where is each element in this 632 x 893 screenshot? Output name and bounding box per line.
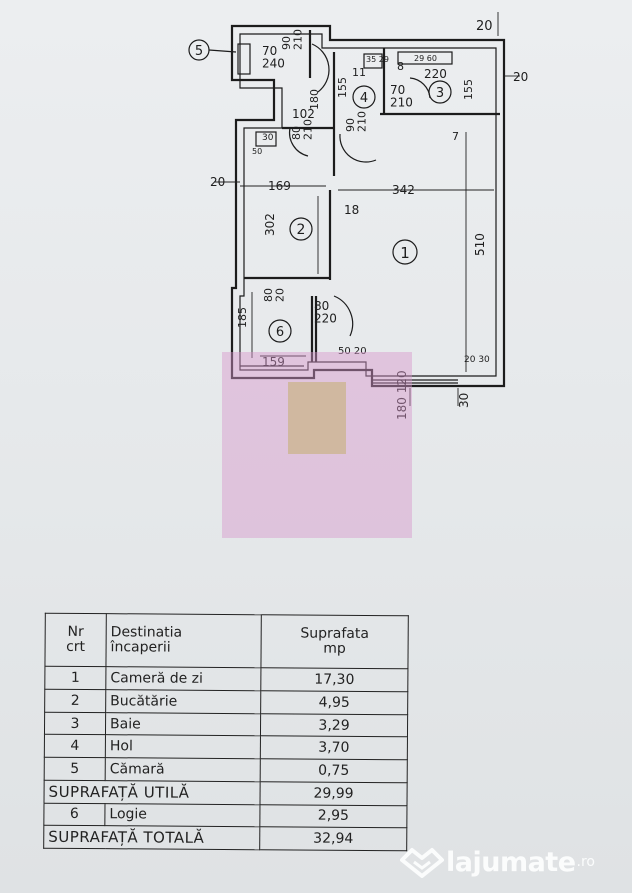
dim-label: 220 [424, 67, 447, 81]
dim-label: 7 [452, 130, 459, 143]
outer-wall [230, 24, 506, 388]
dim-label: 342 [392, 183, 415, 197]
bath-detail [363, 53, 383, 69]
agency-logo [288, 382, 346, 454]
room-3-circle [428, 80, 452, 104]
table-row: 3 Baie 3,29 [44, 711, 408, 738]
door-arc [311, 43, 330, 93]
dim-label: 159 [262, 355, 285, 369]
total-area-label: SUPRAFAȚĂ TOTALĂ [43, 825, 260, 850]
room-1-label: 1 [400, 244, 410, 262]
lajumate-watermark: lajumate .ro [398, 842, 595, 882]
total-area-row: SUPRAFAȚĂ TOTALĂ 32,94 [43, 825, 407, 851]
pantry-detail [237, 43, 251, 75]
dim-label: 169 [268, 179, 291, 193]
room-3-label: 3 [436, 86, 444, 101]
watermark-brand: lajumate [446, 846, 576, 878]
usable-area-row: SUPRAFAȚĂ UTILĂ 29,99 [44, 780, 408, 806]
row-nr: 6 [43, 802, 105, 826]
dim-label: 102 [292, 107, 315, 121]
dim-label: 50 [252, 147, 262, 156]
dim-label: 11 [352, 66, 366, 79]
inner-wall-line [239, 33, 497, 377]
dim-label: 8 [397, 60, 404, 73]
bath-detail [397, 51, 453, 65]
dim-label: 90210 [344, 111, 369, 132]
row-area: 3,70 [260, 736, 408, 760]
dim-label: 20 [210, 175, 225, 189]
row-destination: Bucătărie [105, 689, 261, 714]
room-2-circle [289, 217, 313, 241]
door-arc [339, 133, 377, 163]
room-2-label: 2 [297, 222, 306, 238]
row-destination: Hol [105, 735, 261, 759]
row-destination: Baie [105, 712, 261, 737]
agency-stamp [222, 352, 412, 538]
row-nr: 3 [44, 711, 106, 736]
door-arc [288, 127, 309, 157]
row-nr: 1 [44, 666, 106, 690]
table-row: 5 Cămară 0,75 [44, 757, 408, 783]
dim-label: 180 120 [395, 370, 409, 420]
dim-label: 20 [476, 19, 493, 34]
room-4-circle [352, 85, 376, 109]
room-6-circle [268, 319, 292, 343]
row-area: 2,95 [259, 804, 407, 829]
row-area: 17,30 [260, 668, 408, 692]
door-arc [409, 77, 431, 99]
dim-label: 30 [262, 133, 274, 143]
room-5-marker-leader [208, 49, 237, 53]
room-5-marker: 5 [195, 44, 203, 59]
row-nr: 5 [44, 757, 106, 781]
row-destination: Logie [104, 803, 260, 828]
row-area: 4,95 [260, 690, 408, 715]
kitchen-detail [255, 131, 277, 147]
table-row: 1 Cameră de zi 17,30 [44, 666, 408, 692]
row-nr: 4 [44, 734, 106, 758]
dim-label: 302 [263, 213, 277, 236]
row-nr: 2 [44, 689, 106, 713]
room-1-circle [392, 239, 418, 265]
dim-label: 50 20 [338, 346, 367, 357]
row-area: 3,29 [260, 713, 408, 738]
table-row: 6 Logie 2,95 [43, 802, 407, 829]
dim-label: 180 [308, 89, 321, 110]
dim-label: 510 [473, 233, 487, 256]
row-destination: Cameră de zi [105, 667, 261, 691]
room-4-label: 4 [360, 91, 368, 106]
row-destination: Cămară [105, 757, 261, 782]
table-row: 4 Hol 3,70 [44, 734, 408, 760]
dim-label: 8020 [262, 288, 287, 302]
dim-label: 20 30 [464, 355, 490, 365]
table-row: 2 Bucătărie 4,95 [44, 689, 408, 715]
dim-label: 90210 [280, 29, 305, 50]
dim-label: 20 [513, 70, 528, 84]
dim-label: 18 [344, 203, 359, 217]
dim-label: 35 29 [366, 55, 389, 64]
watermark-tld: .ro [576, 854, 595, 870]
total-area-value: 32,94 [259, 827, 407, 851]
dim-label: 30 [457, 393, 471, 408]
dim-label: 29 60 [414, 54, 437, 63]
dim-label: 155 [462, 79, 475, 100]
row-area: 0,75 [260, 758, 408, 783]
dim-label: 80210 [290, 119, 315, 140]
dim-label: 185 [236, 307, 249, 328]
usable-area-label: SUPRAFAȚĂ UTILĂ [44, 780, 261, 805]
dim-label: 155 [336, 77, 349, 98]
door-arc [333, 295, 354, 337]
room-6-label: 6 [276, 325, 284, 340]
handshake-icon [400, 848, 444, 878]
usable-area-value: 29,99 [259, 781, 408, 806]
